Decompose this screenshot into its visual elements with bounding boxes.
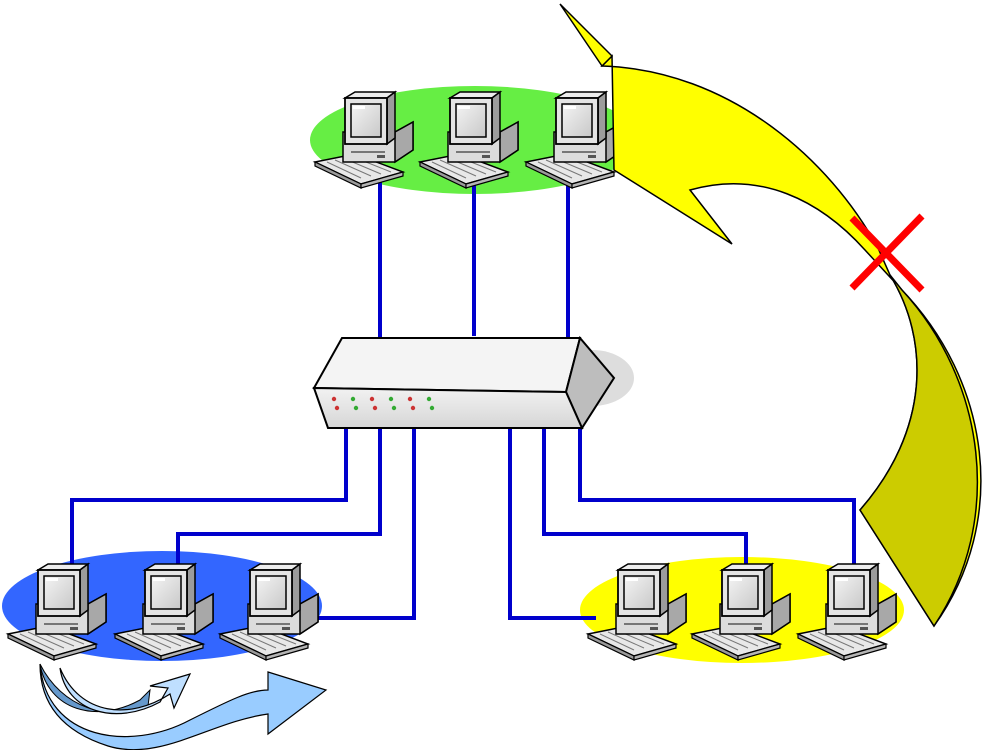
x-mark-icon — [849, 213, 925, 293]
top-group-computers — [314, 91, 625, 189]
switch-port-lights — [331, 396, 435, 411]
port-light — [426, 396, 432, 402]
blocked-arrow — [559, 3, 982, 628]
port-light — [353, 405, 359, 411]
link-right-2 — [542, 428, 748, 568]
port-light — [391, 405, 397, 411]
port-light — [388, 396, 394, 402]
port-light — [331, 396, 337, 402]
port-light — [350, 396, 356, 402]
local-arrows — [39, 663, 328, 750]
link-left-2 — [176, 428, 382, 568]
port-light — [369, 396, 375, 402]
link-left-1 — [70, 428, 348, 568]
left-group-computers — [7, 563, 319, 661]
port-light — [372, 405, 378, 411]
port-light — [410, 405, 416, 411]
port-light — [429, 405, 435, 411]
link-left-3 — [318, 428, 416, 620]
port-light — [334, 405, 340, 411]
right-group-computers — [587, 563, 897, 661]
network-switch-icon — [312, 335, 616, 431]
link-right-3 — [578, 428, 856, 568]
link-right-1 — [508, 428, 596, 620]
port-light — [407, 396, 413, 402]
network-links — [70, 178, 856, 620]
